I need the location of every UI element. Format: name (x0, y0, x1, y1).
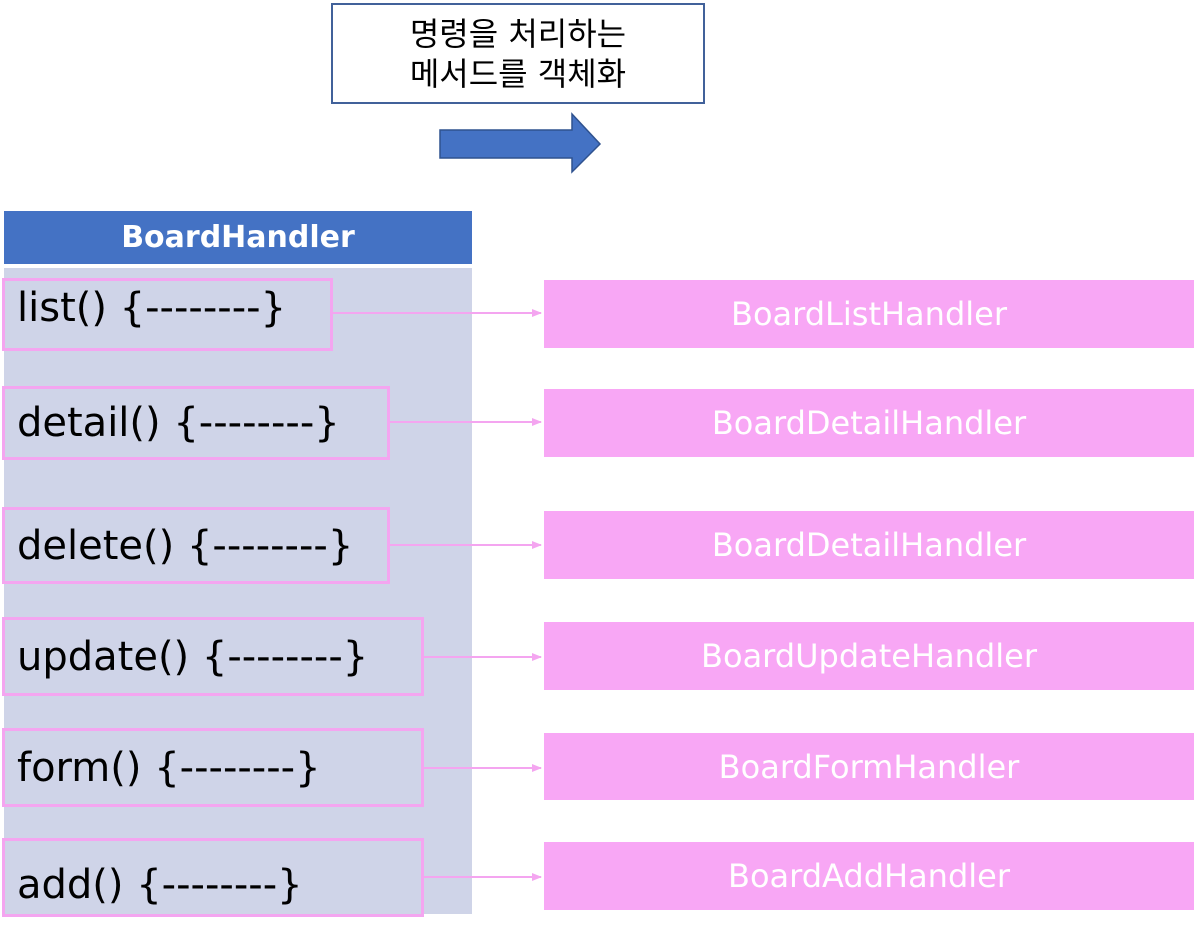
method-list: list() {--------} (2, 278, 333, 351)
caption-line-2: 메서드를 객체화 (409, 54, 627, 93)
handler-form: BoardFormHandler (544, 733, 1194, 800)
handler-delete: BoardDetailHandler (544, 511, 1194, 579)
handler-list: BoardListHandler (544, 280, 1194, 348)
method-update: update() {--------} (2, 617, 424, 696)
method-add: add() {--------} (2, 838, 424, 917)
handler-detail: BoardDetailHandler (544, 389, 1194, 457)
class-header: BoardHandler (4, 211, 472, 264)
method-form: form() {--------} (2, 728, 424, 807)
caption-line-1: 명령을 처리하는 (409, 14, 627, 53)
method-delete: delete() {--------} (2, 507, 390, 584)
caption-box: 명령을 처리하는 메서드를 객체화 (331, 3, 705, 104)
handler-add: BoardAddHandler (544, 842, 1194, 910)
right-arrow-icon (439, 112, 602, 174)
method-detail: detail() {--------} (2, 386, 390, 460)
handler-update: BoardUpdateHandler (544, 622, 1194, 690)
